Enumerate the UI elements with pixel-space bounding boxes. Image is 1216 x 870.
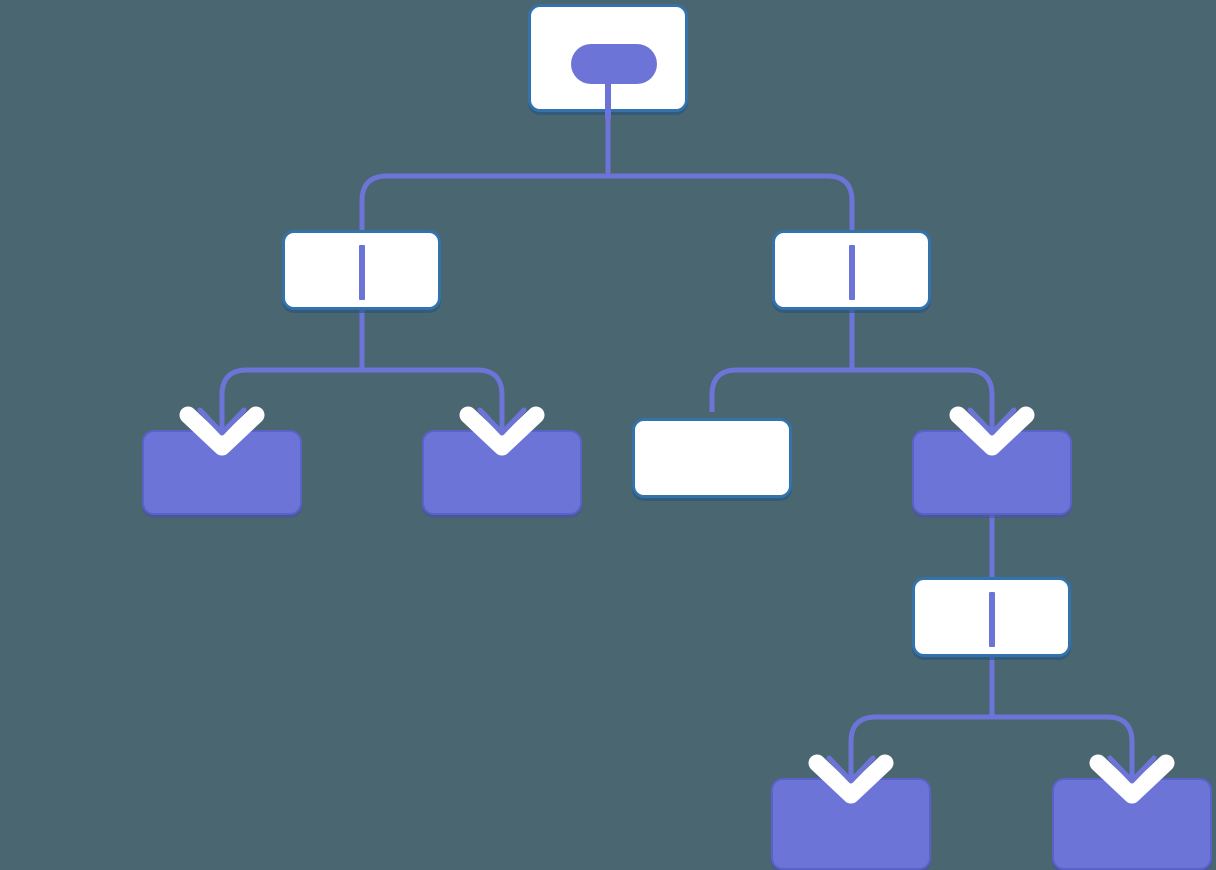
node-plain-white[interactable] (632, 418, 792, 498)
node-inner-bar (358, 245, 365, 300)
node-root[interactable] (528, 4, 688, 119)
node-leaf-5[interactable] (1052, 778, 1212, 870)
connector-e-bus1-left (359, 173, 608, 230)
node-leaf-4[interactable] (771, 778, 931, 870)
node-inner-bar (988, 592, 995, 647)
node-branch-right[interactable] (772, 230, 931, 310)
node-leaf-1[interactable] (142, 430, 302, 515)
root-pill-badge (571, 44, 657, 84)
node-sub-white[interactable] (912, 577, 1071, 657)
node-leaf-2[interactable] (422, 430, 582, 515)
node-branch-left[interactable] (282, 230, 441, 310)
connector-e-bus1-right (608, 173, 855, 230)
root-pill-stem (605, 75, 611, 119)
node-inner-bar (848, 245, 855, 300)
node-leaf-3[interactable] (912, 430, 1072, 515)
connector-e-bus3-plain (709, 367, 852, 412)
